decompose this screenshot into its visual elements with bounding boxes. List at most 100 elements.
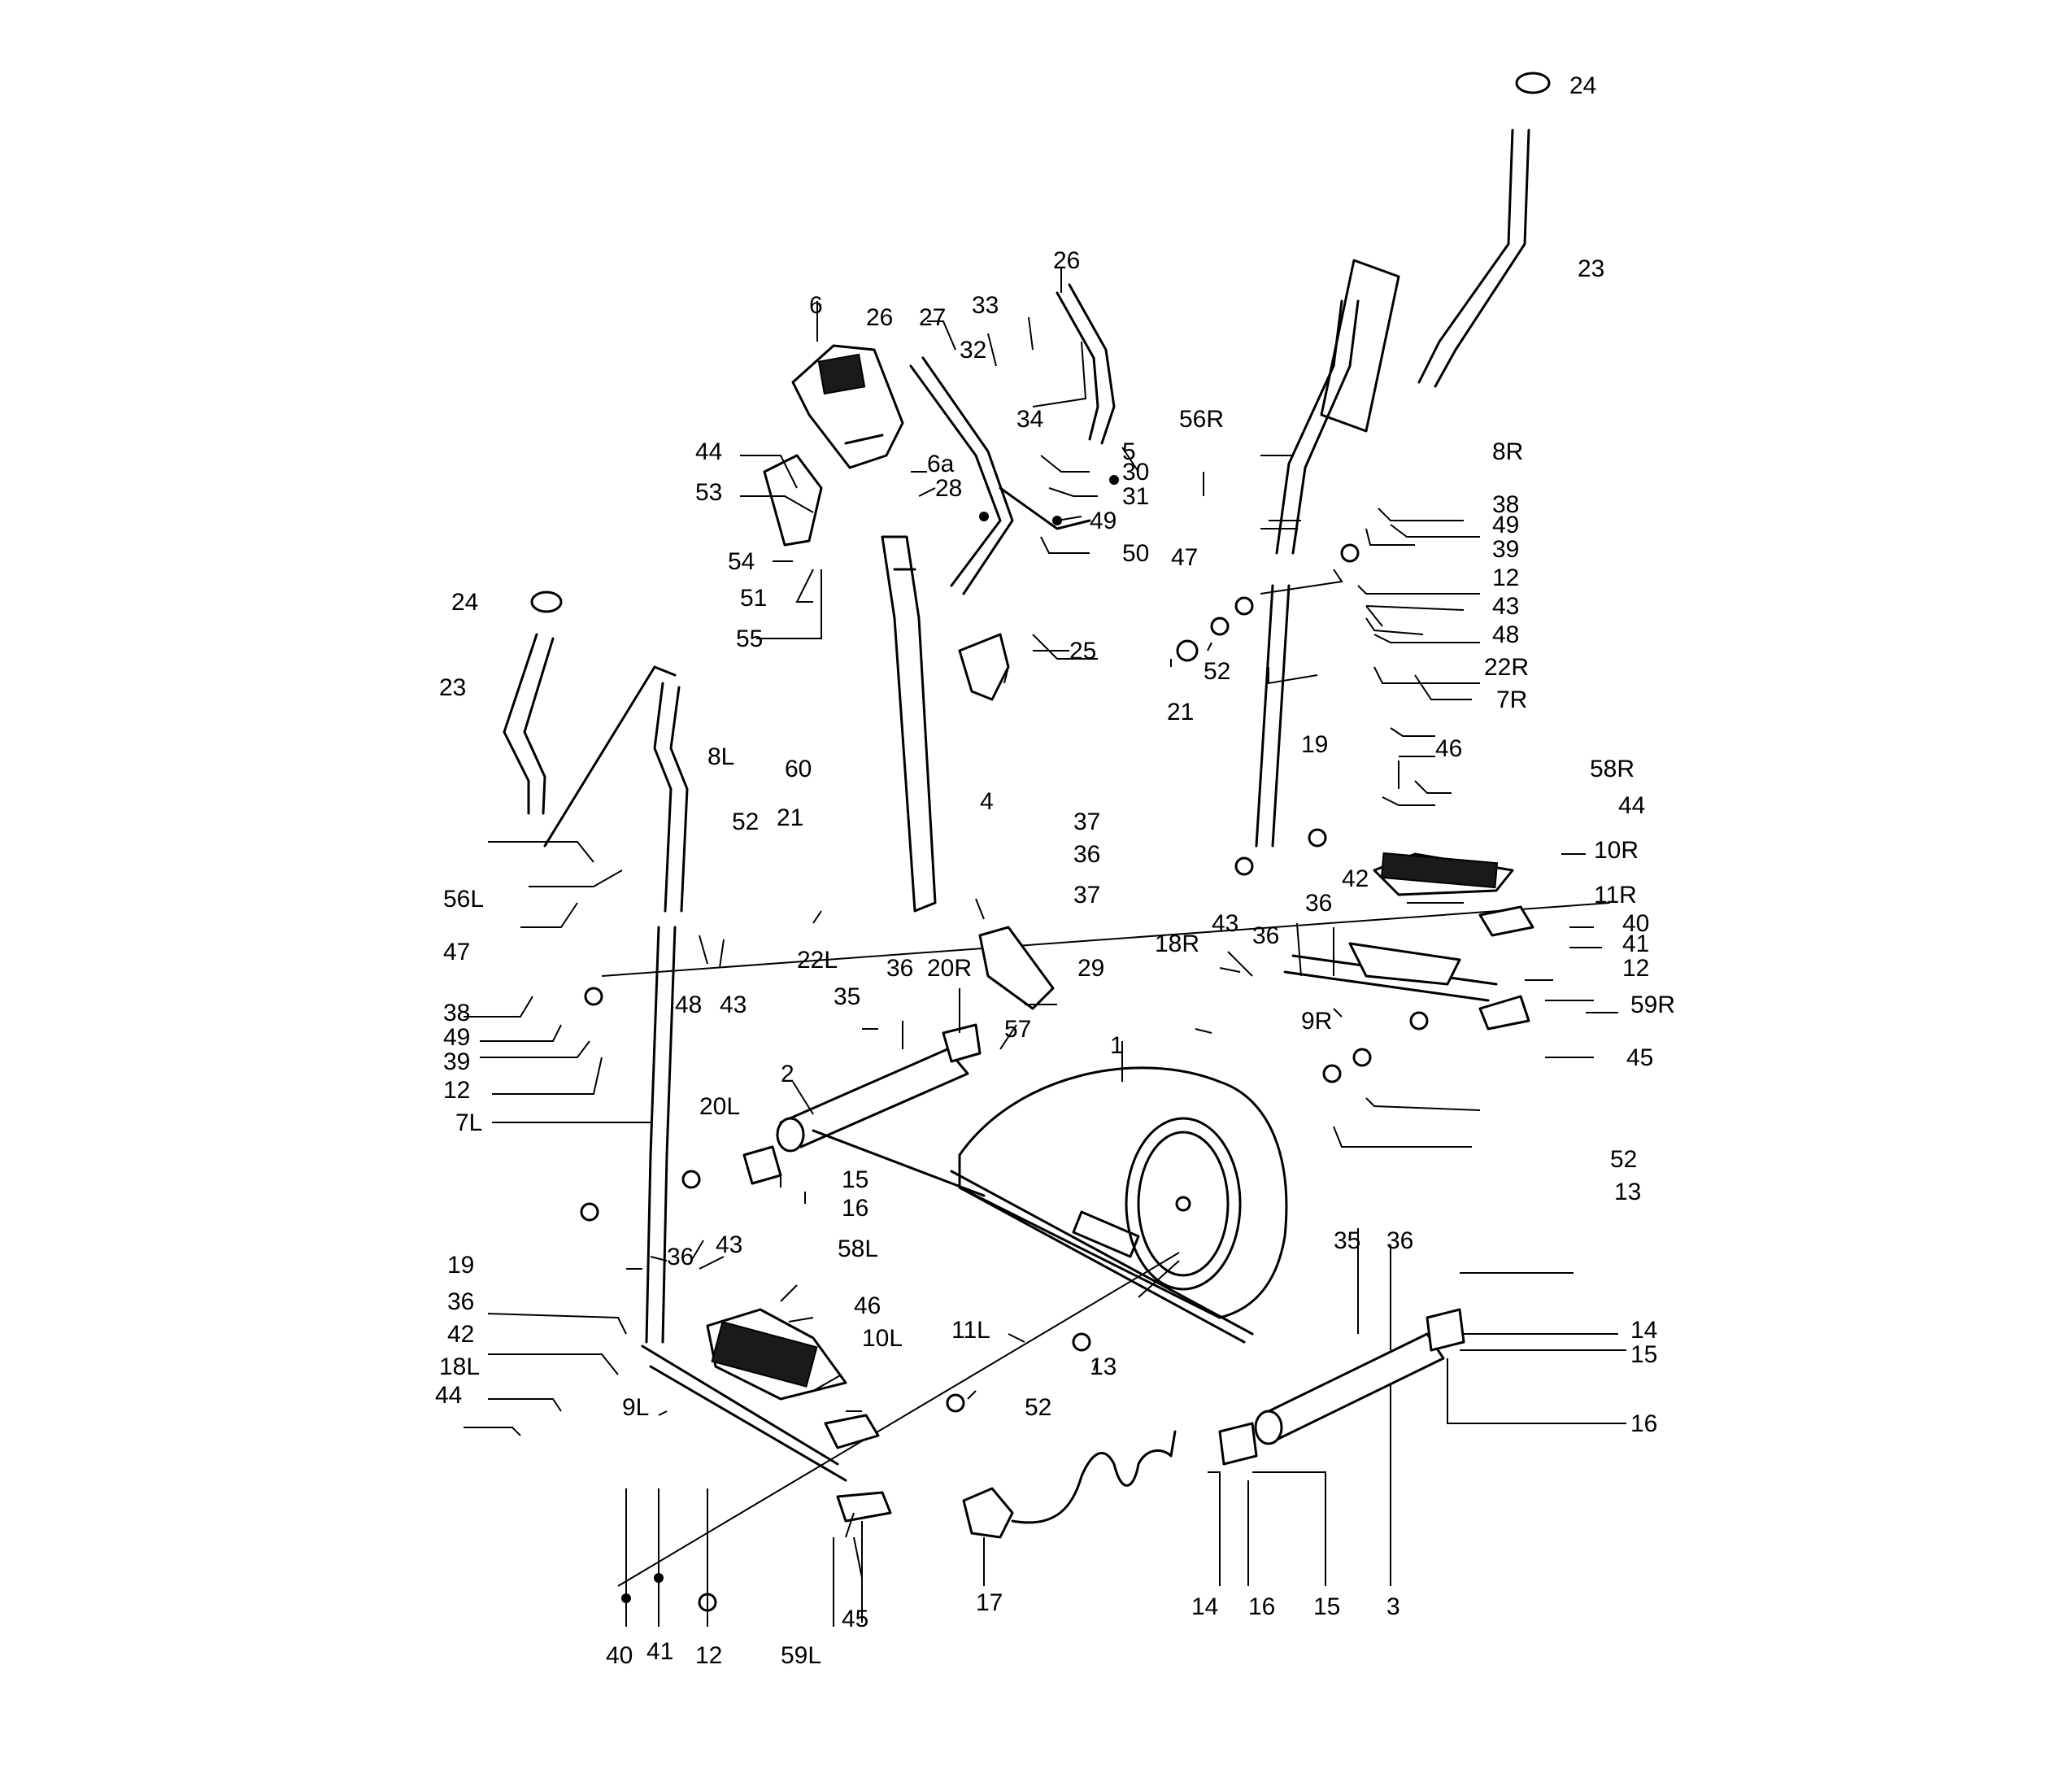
label-7R: 7R (1496, 686, 1527, 713)
label-11R: 11R (1594, 882, 1637, 909)
label-59L: 59L (781, 1642, 821, 1669)
label-16-bottom: 16 (1248, 1593, 1275, 1620)
label-43-right-mid: 43 (1212, 910, 1238, 937)
label-37-bottom: 37 (1073, 882, 1100, 909)
label-51: 51 (740, 585, 767, 612)
label-14-bottom: 14 (1191, 1593, 1218, 1620)
label-16-left: 16 (842, 1195, 868, 1222)
label-13-right: 13 (1614, 1179, 1641, 1205)
label-25: 25 (1069, 638, 1096, 665)
label-48-left: 48 (675, 991, 702, 1018)
label-41-bottom: 41 (646, 1638, 673, 1665)
label-19-right: 19 (1301, 731, 1328, 758)
label-7L: 7L (455, 1109, 482, 1136)
label-26-right: 26 (1053, 247, 1080, 274)
label-10R: 10R (1594, 837, 1639, 864)
label-36-left-mid: 36 (667, 1244, 694, 1270)
label-3: 3 (1386, 1593, 1400, 1620)
part-labels: 24 23 26 26 6 27 33 32 34 5 30 31 6a 28 … (435, 72, 1675, 1669)
label-46-left: 46 (854, 1292, 881, 1319)
label-44-top-left: 44 (695, 438, 722, 465)
label-57: 57 (1004, 1016, 1031, 1043)
label-50: 50 (1122, 540, 1149, 567)
label-44-lower-left: 44 (435, 1382, 462, 1409)
label-6a: 6a (927, 451, 955, 477)
label-23-right: 23 (1578, 255, 1604, 282)
left-pedal-part (641, 1308, 892, 1523)
label-33: 33 (972, 292, 999, 319)
label-38-left: 38 (443, 1000, 470, 1026)
label-43-left: 43 (720, 991, 747, 1018)
label-15-bottom: 15 (1313, 1593, 1340, 1620)
label-12-bottom: 12 (695, 1642, 722, 1669)
label-20L: 20L (699, 1093, 740, 1120)
label-34: 34 (1016, 406, 1043, 433)
shroud-part (763, 454, 1010, 701)
right-pedal-part (1283, 852, 1534, 1031)
label-11L: 11L (951, 1317, 990, 1344)
label-30: 30 (1122, 459, 1149, 486)
label-28: 28 (935, 475, 962, 502)
leader-lines (464, 268, 1626, 1627)
label-39-left: 39 (443, 1048, 470, 1075)
right-upper-arm-part (1320, 72, 1551, 433)
label-52-right: 52 (1204, 658, 1230, 685)
label-36-left-top: 36 (886, 955, 913, 982)
label-29: 29 (1077, 955, 1104, 982)
label-58L: 58L (838, 1236, 878, 1262)
label-45-bottom: 45 (842, 1606, 868, 1632)
label-26-left: 26 (866, 304, 893, 331)
label-36-left-low: 36 (447, 1288, 474, 1315)
label-9L: 9L (622, 1394, 649, 1421)
label-15-right: 15 (1630, 1341, 1657, 1368)
label-52-left: 52 (732, 808, 759, 835)
handlebar-part (909, 356, 1091, 595)
label-18L: 18L (439, 1353, 480, 1380)
left-upper-arm-part (503, 591, 677, 848)
label-20R: 20R (927, 955, 972, 982)
label-12-right-upper: 12 (1492, 564, 1519, 591)
label-49-left: 49 (443, 1024, 470, 1051)
label-42-left: 42 (447, 1321, 474, 1348)
label-60: 60 (785, 756, 812, 782)
label-21-right: 21 (1167, 699, 1194, 726)
label-53: 53 (695, 479, 722, 506)
label-45-right: 45 (1626, 1044, 1653, 1071)
crank-axle-part (601, 902, 1611, 1587)
label-40-right: 40 (1622, 910, 1649, 937)
label-47-right: 47 (1171, 544, 1198, 571)
end-cap-part (742, 1023, 1465, 1466)
label-18R: 18R (1155, 930, 1199, 957)
label-44-right: 44 (1618, 792, 1645, 819)
main-frame-part (950, 1066, 1288, 1344)
label-42-right: 42 (1342, 865, 1369, 892)
console-part (791, 344, 904, 469)
label-41-right: 41 (1622, 930, 1649, 957)
label-56R: 56R (1179, 406, 1224, 433)
label-22R: 22R (1484, 654, 1529, 681)
label-31: 31 (1122, 483, 1149, 510)
label-22L: 22L (797, 947, 838, 974)
front-post-part (881, 535, 937, 913)
label-46-right: 46 (1435, 735, 1462, 762)
label-16-right: 16 (1630, 1410, 1657, 1437)
label-58R: 58R (1590, 756, 1635, 782)
label-14-right: 14 (1630, 1317, 1657, 1344)
label-8R: 8R (1492, 438, 1523, 465)
label-24-left: 24 (451, 589, 478, 616)
handgrip-part (1056, 283, 1116, 445)
label-2: 2 (781, 1061, 794, 1087)
label-39-right: 39 (1492, 536, 1519, 563)
label-5: 5 (1122, 438, 1136, 465)
label-35-right: 35 (1334, 1227, 1360, 1254)
label-13-lower: 13 (1090, 1353, 1117, 1380)
label-52-lower: 52 (1025, 1394, 1051, 1421)
label-6: 6 (809, 292, 823, 319)
label-59R: 59R (1630, 991, 1675, 1018)
label-56L: 56L (443, 886, 484, 913)
label-32: 32 (960, 337, 986, 364)
label-47-left: 47 (443, 939, 470, 965)
label-43-left-mid: 43 (716, 1231, 742, 1258)
label-37-top: 37 (1073, 808, 1100, 835)
label-9R: 9R (1301, 1008, 1332, 1035)
